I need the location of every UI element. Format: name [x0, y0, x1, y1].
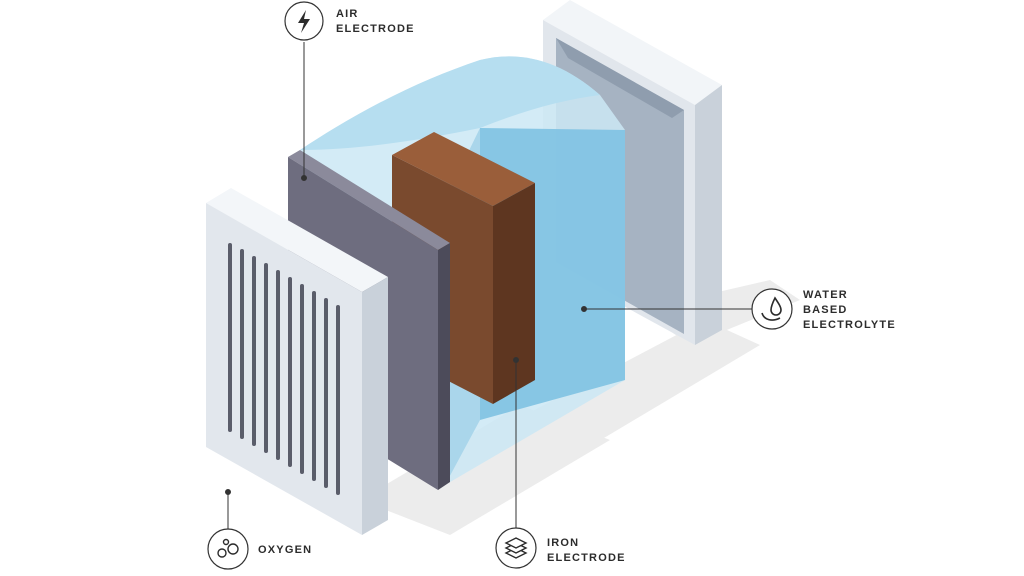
oxygen-label: OXYGEN [258, 544, 312, 556]
air-electrode-label: AIR ELECTRODE [336, 8, 415, 35]
oxygen-callout: OXYGEN [207, 528, 312, 570]
grille-slots [228, 243, 340, 495]
iron-electrode-callout: IRON ELECTRODE [495, 527, 626, 569]
iron-electrode-label: IRON ELECTRODE [547, 537, 626, 564]
bubbles-icon [217, 538, 239, 558]
water-electrolyte-label: WATER BASED ELECTROLYTE [803, 289, 896, 331]
leader-lines [225, 42, 752, 530]
water-drop-hand-icon [761, 296, 782, 321]
water-electrolyte-callout: WATER BASED ELECTROLYTE [751, 288, 896, 331]
front-grille-frame [206, 188, 388, 535]
lightning-bolt-icon [298, 10, 310, 33]
stacked-layers-icon [504, 537, 528, 559]
air-electrode-callout: AIR ELECTRODE [284, 1, 415, 41]
